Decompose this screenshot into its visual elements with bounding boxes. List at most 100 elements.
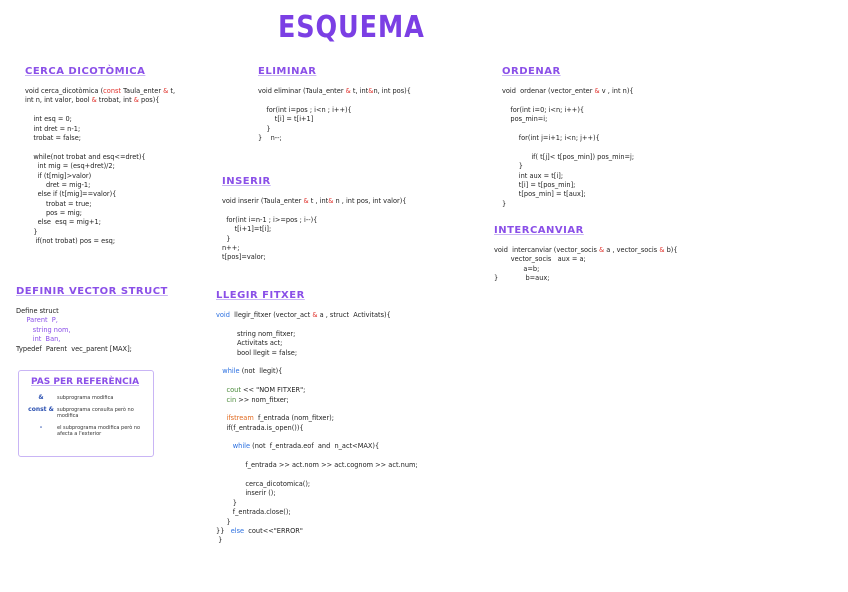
code-line: trobat = false;: [25, 134, 175, 143]
code-token: &: [345, 87, 351, 95]
code-token: a , struct Activitats){: [317, 311, 391, 319]
code-token: t[pos]=valor;: [222, 253, 266, 262]
code-token: }: [502, 162, 523, 171]
code-line: void inserir (Taula_enter & t , int& n ,…: [222, 197, 406, 206]
section-inserir: INSERIR void inserir (Taula_enter & t , i…: [222, 176, 406, 263]
code-token: else esq = mig+1;: [25, 218, 101, 227]
section-ordenar: ORDENAR void ordenar (vector_enter & v , …: [502, 66, 634, 209]
code-token: int mig = (esq+dret)/2;: [25, 162, 115, 171]
code-token: }: [222, 234, 231, 243]
section-heading: DEFINIR VECTOR STRUCT: [16, 286, 168, 297]
code-line: Activitats act;: [216, 339, 418, 348]
code-line: } n--;: [258, 134, 411, 143]
code-line: }: [216, 518, 418, 527]
code-token: void inserir (Taula_enter: [222, 197, 304, 205]
code-line: t[pos_min] = t[aux];: [502, 190, 634, 199]
code-token: [216, 414, 226, 422]
code-token: int esq = 0;: [25, 115, 72, 124]
code-token: n++;: [222, 243, 240, 252]
code-line: trobat = true;: [25, 200, 175, 209]
code-token: &: [594, 87, 600, 95]
code-line: while(not trobat and esq<=dret){: [25, 153, 175, 162]
code-token: f_entrada >> act.nom >> act.cognom >> ac…: [216, 461, 418, 470]
page-title: ESQUEMA: [278, 10, 425, 45]
code-line: pos_min=i;: [502, 115, 634, 124]
code-token: } b=aux;: [494, 274, 550, 283]
code-token: Taula_enter: [121, 87, 164, 95]
code-token: n, int pos){: [373, 87, 411, 95]
code-token: ifstream: [226, 414, 254, 423]
code-line: if (t[mig]>valor): [25, 172, 175, 181]
code-line: int mig = (esq+dret)/2;: [25, 162, 175, 171]
code-token: while: [232, 442, 251, 451]
code-line: }: [222, 235, 406, 244]
code-token: pos = mig;: [25, 209, 82, 218]
code-line: Typedef Parent vec_parent [MAX];: [16, 345, 168, 354]
code-line: if( t[j]< t[pos_min]) pos_min=j;: [502, 153, 634, 162]
code-line: string nom,: [16, 326, 168, 335]
reference-desc: subprograma consulta però no modifica: [57, 407, 134, 419]
code-token: [216, 386, 226, 394]
code-line: inserir ();: [216, 489, 418, 498]
code-line: [258, 96, 411, 105]
code-token: (not llegit){: [239, 367, 283, 376]
code-token: pos){: [138, 96, 160, 105]
code-line: a=b;: [494, 265, 678, 274]
code-line: int dret = n-1;: [25, 125, 175, 134]
code-token: void ordenar (vector_enter: [502, 87, 595, 95]
code-token: while: [222, 367, 240, 376]
code-token: }: [216, 498, 237, 507]
code-line: [502, 125, 634, 134]
code-line: cerca_dicotomica();: [216, 480, 418, 489]
code-line: for(int i=0; i<n; i++){: [502, 106, 634, 115]
code-line: void cerca_dicotòmica (const Taula_enter…: [25, 87, 175, 96]
code-line: void eliminar (Taula_enter & t, int&n, i…: [258, 87, 411, 96]
code-token: a=b;: [494, 264, 540, 273]
code-line: void llegir_fitxer (vector_act & a , str…: [216, 311, 418, 320]
code-token: if( t[j]< t[pos_min]) pos_min=j;: [502, 152, 635, 161]
code-line: int esq = 0;: [25, 115, 175, 124]
code-line: [25, 143, 175, 152]
code-line: for(int i=n-1 ; i>=pos ; i--){: [222, 216, 406, 225]
code-line: t[i] = t[i+1]: [258, 115, 411, 124]
code-token: if(not trobat) pos = esq;: [25, 237, 116, 246]
code-token: &: [163, 87, 169, 95]
code-token: while(not trobat and esq<=dret){: [25, 152, 146, 161]
code-token: b){: [664, 246, 678, 254]
code-line: while (not llegit){: [216, 367, 418, 376]
code-token: for(int i=n-1 ; i>=pos ; i--){: [222, 215, 318, 224]
code-line: t[pos]=valor;: [222, 253, 406, 262]
code-token: << "NOM FITXER";: [240, 386, 306, 395]
section-heading: ORDENAR: [502, 66, 561, 77]
code-line: void ordenar (vector_enter & v , int n){: [502, 87, 634, 96]
code-token: }: [502, 199, 507, 208]
reference-key: &: [38, 394, 44, 401]
section-heading: INTERCANVIAR: [494, 225, 584, 236]
section-heading: ELIMINAR: [258, 66, 317, 77]
code-line: pos = mig;: [25, 209, 175, 218]
code-token: }: [258, 124, 271, 133]
section-heading: CERCA DICOTÒMICA: [25, 66, 146, 77]
code-token: t[i+1]=t[i];: [222, 225, 272, 234]
code-line: int Ban,: [16, 335, 168, 344]
code-line: for(int j=i+1; i<n; j++){: [502, 134, 634, 143]
reference-heading: PAS PER REFERÈNCIA: [31, 377, 140, 387]
code-token: Activitats act;: [216, 339, 283, 348]
code-token: t[i] = t[pos_min];: [502, 180, 576, 189]
code-line: [216, 433, 418, 442]
code-token: void intercanviar (vector_socis: [494, 246, 600, 254]
code-token: dret = mig-1;: [25, 180, 91, 189]
code-line: if(not trobat) pos = esq;: [25, 237, 175, 246]
code-line: }: [216, 536, 418, 545]
section-heading: INSERIR: [222, 176, 271, 187]
code-line: }} else cout<<"ERROR": [216, 527, 418, 536]
code-token: llegir_fitxer (vector_act: [229, 311, 313, 319]
code-token: [216, 396, 226, 404]
code-line: }: [25, 228, 175, 237]
code-line: [216, 405, 418, 414]
code-line: ifstream f_entrada (nom_fitxer);: [216, 414, 418, 423]
reference-row: &subprograma modifica: [25, 394, 147, 402]
code-token: void eliminar (Taula_enter: [258, 87, 346, 95]
code-token: void: [216, 311, 230, 319]
